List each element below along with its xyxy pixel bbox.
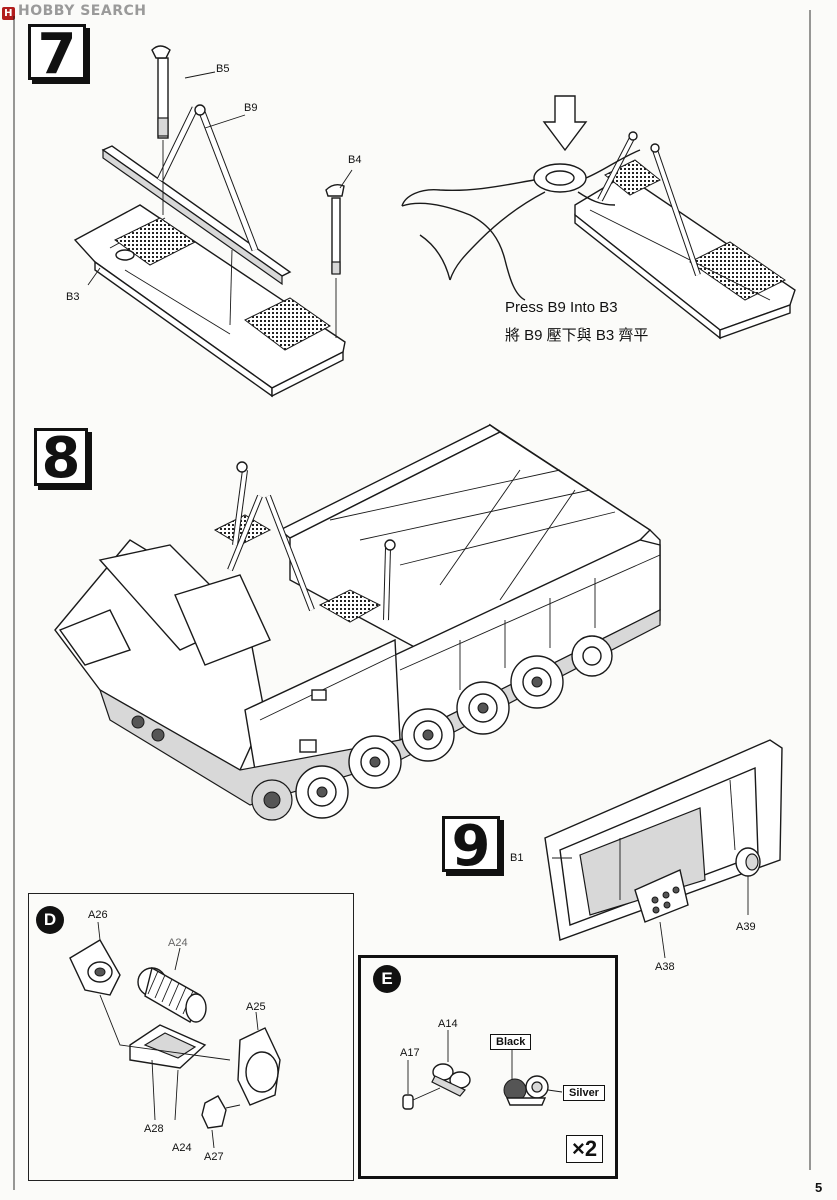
step-9-number: 9 xyxy=(442,816,500,875)
step7-press-detail-drawing xyxy=(401,95,796,340)
subassembly-e-box xyxy=(358,955,618,1179)
step7-instruction-en: Press B9 Into B3 xyxy=(505,299,618,316)
step7-instruction-zh: 將 B9 壓下與 B3 齊平 xyxy=(505,327,649,344)
part-label-b9: B9 xyxy=(244,102,258,114)
subassembly-e-badge: E xyxy=(373,965,401,993)
step8-vehicle-drawing xyxy=(54,423,661,821)
subassembly-d-box xyxy=(28,893,354,1181)
part-label-a26: A26 xyxy=(88,909,108,921)
part-label-a25: A25 xyxy=(246,1001,266,1013)
part-label-a39: A39 xyxy=(736,921,756,933)
subassembly-d-badge: D xyxy=(36,906,64,934)
paint-color-silver-tag: Silver xyxy=(563,1085,605,1101)
part-label-a17: A17 xyxy=(400,1047,420,1059)
step-7-number: 7 xyxy=(28,24,86,83)
part-label-a27: A27 xyxy=(204,1151,224,1163)
part-label-b3: B3 xyxy=(66,291,80,303)
hobby-search-logo-icon: H xyxy=(2,7,15,20)
quantity-multiplier: ×2 xyxy=(566,1135,604,1163)
step-8-number: 8 xyxy=(34,428,88,487)
watermark-text: HOBBY SEARCH xyxy=(18,3,147,19)
subassembly-e-drawing xyxy=(402,1030,563,1110)
part-label-b5: B5 xyxy=(216,63,230,75)
part-label-a38: A38 xyxy=(655,961,675,973)
page-number: 5 xyxy=(815,1180,823,1195)
step7-assembly-drawing xyxy=(73,45,353,398)
part-label-a28: A28 xyxy=(144,1123,164,1135)
part-label-b4: B4 xyxy=(348,154,362,166)
step9-assembly-drawing xyxy=(544,739,783,959)
paint-color-black-tag: Black xyxy=(490,1034,532,1050)
part-label-b1: B1 xyxy=(510,852,524,864)
part-label-a24-upper: A24 xyxy=(168,937,188,949)
subassembly-d-drawing xyxy=(69,921,281,1149)
part-label-a14: A14 xyxy=(438,1018,458,1030)
part-label-a24: A24 xyxy=(172,1142,192,1154)
